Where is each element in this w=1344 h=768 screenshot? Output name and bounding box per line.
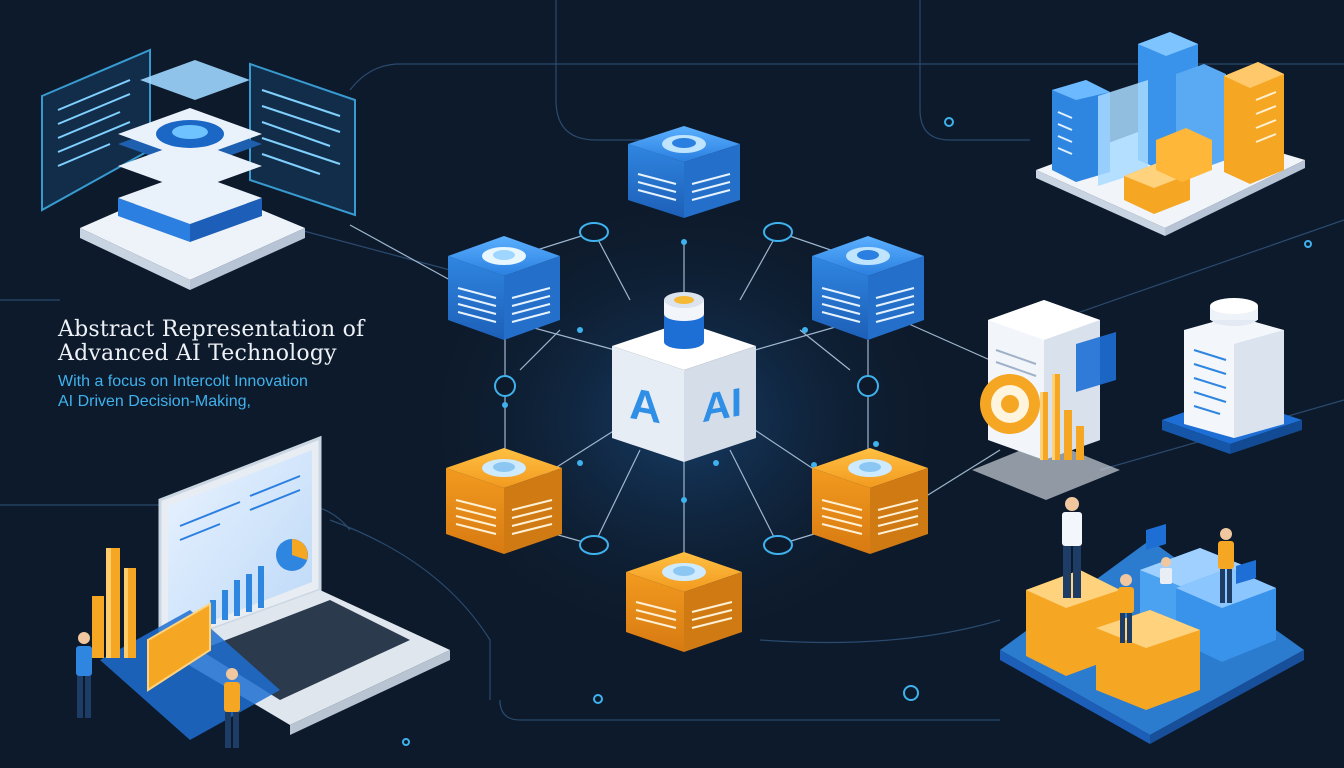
node-orange-right <box>812 448 928 554</box>
link-dots <box>494 222 879 555</box>
server-stack-icon <box>41 48 356 290</box>
person-icon-standing <box>1062 497 1082 598</box>
ai-hub-cube <box>612 292 756 462</box>
node-orange-left <box>446 448 562 554</box>
decor-rings <box>402 117 1312 746</box>
headline-line-2: Advanced AI Technology <box>58 341 337 366</box>
person-icon-laptop-right <box>224 668 240 748</box>
person-icon-laptop-left <box>76 632 92 718</box>
data-center-icon <box>1036 32 1305 236</box>
hub-letter-left: A <box>629 379 661 433</box>
cylinder-server-icon <box>1162 298 1302 454</box>
analytics-server-icon <box>972 300 1120 500</box>
node-blue-left <box>448 236 560 340</box>
node-blue-right <box>812 236 924 340</box>
subtitle-line-2: AI Driven Decision-Making, <box>58 393 251 410</box>
headline-line-1: Abstract Representation of <box>58 317 365 342</box>
title-block: Abstract Representation of Advanced AI T… <box>58 318 438 412</box>
node-blue-top <box>628 126 740 218</box>
people-collaboration-icon <box>1000 524 1304 744</box>
laptop-dashboard-icon <box>92 435 450 740</box>
subtitle-line-1: With a focus on Intercolt Innovation <box>58 373 308 390</box>
hub-letter-right: AI <box>702 379 742 431</box>
node-orange-bottom <box>626 552 742 652</box>
person-icon-middle <box>1118 574 1134 643</box>
person-icon-small <box>1160 557 1172 584</box>
person-icon-right <box>1218 528 1234 603</box>
